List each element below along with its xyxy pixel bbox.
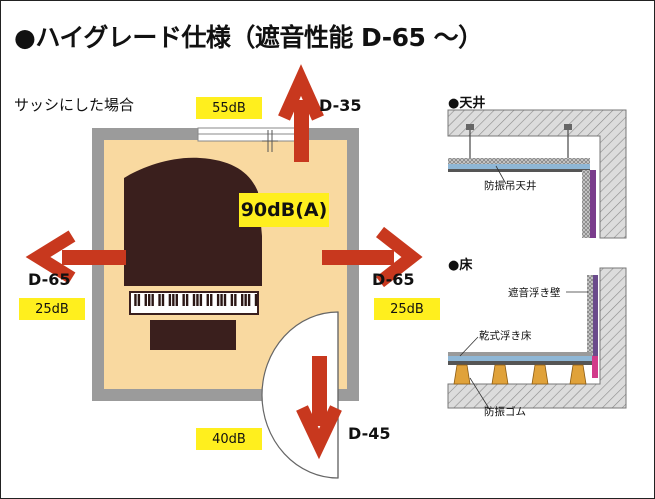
piano-black-key [223, 294, 227, 306]
bottom-level-badge: 40dB [196, 428, 262, 450]
floor-label-rubber: 防振ゴム [484, 406, 526, 418]
piano-black-key [254, 294, 258, 306]
arrow-right [322, 250, 394, 265]
rubber-pad [569, 364, 587, 385]
top-level-badge: 55dB [196, 97, 262, 119]
piano-black-key [216, 294, 220, 306]
sound-arrows [25, 64, 423, 460]
rubber-pad [531, 364, 549, 385]
piano-black-key [210, 294, 213, 306]
top-level-text: 55dB [212, 100, 246, 116]
piano-black-key [199, 294, 203, 306]
piano-black-key [206, 294, 209, 306]
piano-body [124, 157, 262, 286]
left-level-text: 25dB [35, 301, 69, 317]
arrow-left [62, 250, 126, 265]
floor-heading: ●床 [448, 258, 473, 273]
piano-black-key [230, 294, 234, 306]
bottom-rating-label: D-45 [348, 424, 391, 443]
left-rating-label: D-65 [28, 270, 71, 289]
ceiling-heading: ●天井 [448, 96, 486, 111]
piano-black-key [192, 294, 196, 306]
ceiling-detail [447, 109, 627, 239]
arrow-down [312, 356, 327, 426]
floor-detail [447, 267, 627, 411]
inner-level-text: 90dB(A) [240, 199, 328, 221]
piano-black-key [134, 294, 137, 306]
piano-black-key [172, 294, 175, 306]
arrow-up [294, 100, 309, 162]
right-rating-label: D-65 [372, 270, 415, 289]
piano-black-key [241, 294, 244, 306]
sash-caption: サッシにした場合 [14, 96, 135, 114]
piano-black-key [168, 294, 172, 306]
piano-black-key [220, 294, 223, 306]
piano-black-key [247, 294, 251, 306]
piano-black-key [137, 294, 141, 306]
right-level-badge: 25dB [374, 298, 440, 320]
piano-black-key [175, 294, 178, 306]
right-level-text: 25dB [390, 301, 424, 317]
piano-black-key [234, 294, 237, 306]
piano-black-key [151, 294, 154, 306]
top-rating-label: D-35 [319, 96, 362, 115]
piano-black-key [244, 294, 247, 306]
rubber-pad [453, 364, 471, 385]
piano-black-key [185, 294, 189, 306]
page-title: ●ハイグレード仕様（遮音性能 D-65 〜） [14, 23, 483, 52]
piano-black-key [161, 294, 165, 306]
piano-black-key [148, 294, 151, 306]
bottom-level-text: 40dB [212, 431, 246, 447]
piano-bench [150, 320, 236, 350]
ceiling-label: 防振吊天井 [484, 180, 537, 192]
floor-label-floor: 乾式浮き床 [479, 330, 532, 342]
left-level-badge: 25dB [19, 298, 85, 320]
piano-black-key [182, 294, 185, 306]
floor-label-wall: 遮音浮き壁 [508, 287, 561, 299]
room-plan [92, 127, 359, 479]
piano-black-key [158, 294, 161, 306]
piano-black-key [144, 294, 147, 306]
inner-level-badge: 90dB(A) [239, 193, 329, 227]
rubber-pad [491, 364, 509, 385]
piano-black-key [196, 294, 199, 306]
